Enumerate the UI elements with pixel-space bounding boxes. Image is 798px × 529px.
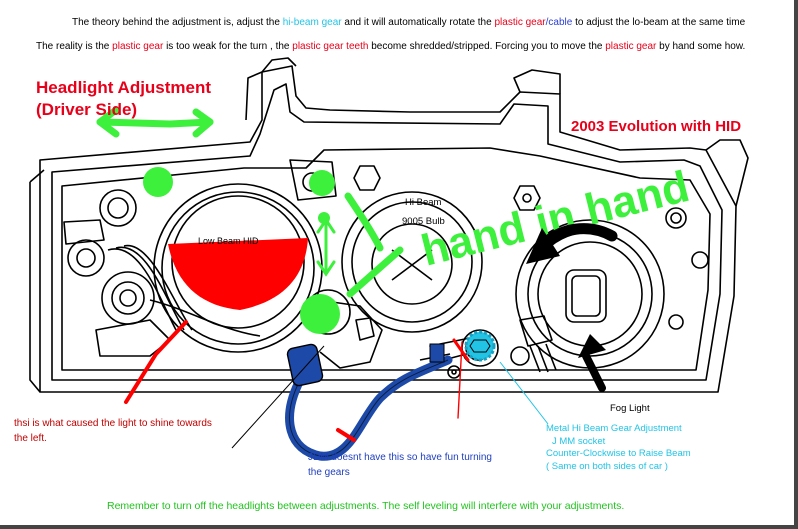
theory-note: The theory behind the adjustment is, adj…: [72, 17, 745, 29]
theory-segment: The theory behind the adjustment is, adj…: [72, 17, 283, 28]
gear-note-line-1: Metal Hi Beam Gear Adjustment: [546, 423, 682, 434]
blue-cable: [285, 343, 453, 461]
reality-segment: The reality is the: [36, 41, 113, 52]
gear-note-line-2: J MM socket: [552, 435, 606, 447]
reality-segment: become shredded/stripped. Forcing you to…: [368, 41, 606, 52]
gear-note-line-3: Counter-Clockwise to Raise Beam: [546, 448, 691, 460]
black-direction-arrows: [526, 223, 618, 392]
diagram-title: Headlight Adjustment (Driver Side): [36, 77, 211, 121]
hi-beam-gear: [464, 330, 496, 362]
title-line-2: (Driver Side): [36, 99, 138, 119]
cyan-leader-line: [499, 361, 549, 425]
leader-lines: [231, 345, 325, 449]
fog-light-label: Fog Light: [610, 403, 650, 414]
theory-segment: hi-beam gear: [282, 17, 342, 28]
hi-beam-label: Hi Beam: [405, 197, 442, 208]
gear-note-line-4: ( Same on both sides of car ): [546, 460, 668, 472]
bulb-label: 9005 Bulb: [402, 216, 445, 227]
theory-segment: to adjust the lo-beam at the same time: [572, 17, 746, 28]
footer-reminder: Remember to turn off the headlights betw…: [107, 500, 625, 512]
low-beam-red-highlight: [168, 238, 308, 310]
reality-segment: plastic gear: [605, 41, 657, 52]
model-label: 2003 Evolution with HID: [571, 118, 742, 135]
theory-segment: /: [545, 17, 549, 28]
title-line-1: Headlight Adjustment: [36, 78, 212, 97]
reality-segment: by hand some how.: [656, 41, 746, 52]
hand-in-hand-scribble: hand in hand: [417, 162, 694, 276]
gear-adjustment-note: Metal Hi Beam Gear Adjustment J MM socke…: [546, 423, 691, 473]
scribble-text: hand in hand: [417, 162, 694, 276]
theory-segment: and it will automatically rotate the: [341, 17, 495, 28]
blue-note-line-2: the gears: [308, 466, 350, 478]
jdm-note: JDM doesnt have this so have fun turning…: [308, 451, 492, 480]
blue-note-line-1: JDM doesnt have this so have fun turning: [308, 452, 492, 463]
reality-segment: is too weak for the turn , the: [163, 41, 293, 52]
low-beam-label: Low Beam HID: [198, 236, 259, 246]
theory-segment: plastic gear: [494, 17, 546, 28]
green-arrows: [96, 106, 404, 298]
red-note-line-2: the left.: [14, 433, 47, 444]
red-note-line-1: thsi is what caused the light to shine t…: [14, 418, 212, 429]
theory-segment: cable: [548, 17, 573, 28]
reality-segment: plastic gear: [112, 41, 164, 52]
green-adjust-markers: [143, 167, 340, 334]
reality-note: The reality is the plastic gear is too w…: [36, 41, 745, 53]
red-annotation-lines: [124, 320, 470, 442]
reality-segment: plastic gear teeth: [292, 41, 369, 52]
misalignment-note: thsi is what caused the light to shine t…: [14, 416, 212, 446]
